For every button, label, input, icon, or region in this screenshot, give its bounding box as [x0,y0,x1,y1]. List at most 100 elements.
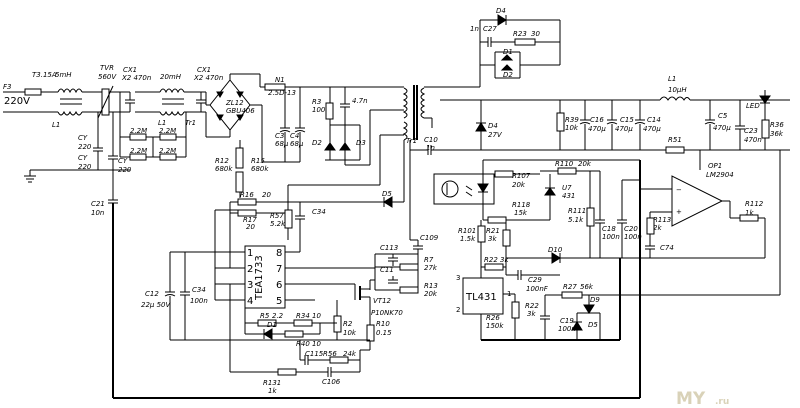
c20-value: 100n [624,233,642,241]
r16-resistor [237,198,257,206]
r5-name: R5 [260,312,270,320]
tr1-label: Tr1 [406,137,417,145]
r40-resistor [284,330,304,338]
r107-value: 20k [512,181,526,189]
r57-name: R57 [270,212,284,220]
r22m-2: 2.2M [159,127,176,135]
c18-value: 100n [602,233,620,241]
r7-resistor [399,263,419,271]
r110-name: R110 [555,160,574,168]
d5b-label: D5 [588,321,598,329]
r110-resistor [557,167,577,175]
c109-label: C109 [420,234,439,242]
c15-name: C15 [620,116,634,124]
r107-resistor [494,170,514,178]
r26-value: 150k [486,322,504,330]
c18-name: C18 [602,225,616,233]
tea-pin5: 5 [276,296,282,307]
c4-name: C4 [290,132,299,140]
r16-name: R16 [240,191,254,199]
c27-value: 1n [470,25,479,33]
r23-resistor [514,38,536,46]
choke2-coil-bottom [159,110,185,116]
fuse [24,88,42,96]
cx1a-name: CX1 [123,66,137,74]
c34a-label: C34 [312,208,326,216]
choke-coil-bottom [57,110,83,116]
d10-label: D10 [548,246,563,254]
c16-name: C16 [590,116,604,124]
tea-pin1: 1 [247,248,253,259]
r2-resistor [333,315,342,333]
tea-pin6: 6 [276,280,282,291]
d1b-label: D1 [267,321,277,329]
tea1733-name: TEA1733 [254,255,265,301]
c21-name: C21 [91,200,105,208]
cy1-name: CY [78,134,88,142]
r3-name: R3 [312,98,321,106]
r22m-resistor-4 [159,153,177,161]
r23-value: 30 [531,30,540,38]
vt12-part: P10NK70 [371,309,403,317]
r22-value: 3k [527,310,536,318]
tr1-aux [402,121,408,141]
opamp-minus: − [676,186,682,194]
r22m-3: 2.2M [130,147,147,155]
c27-name: C27 [483,25,497,33]
bridge-diode-1 [216,91,224,98]
r2-name: R2 [343,320,353,328]
c15-value: 470µ [615,125,633,133]
r13-value: 20k [424,290,438,298]
controller-section: R16 20 R17 20 R57 5.2k C34 D5 TEA1733 [91,134,641,399]
watermark-logo: MY [676,389,706,408]
r21-name: R21 [486,227,500,235]
r56-value: 24k [343,350,357,358]
r111-name: R111 [568,207,586,215]
fuse-label: F3 [3,83,11,91]
r101-resistor [477,225,486,243]
r13-name: R13 [424,282,438,290]
r113-value: 2k [653,224,662,232]
r22m-resistor-3 [129,153,147,161]
tea-pin8: 8 [276,248,282,259]
l1-out-inductor [659,96,691,101]
choke2-coil-top [159,88,185,94]
choke-value: 5mH [55,71,72,79]
cx1b-value: X2 470n [193,74,223,82]
opamp-plus: + [676,208,682,216]
u7-shunt [544,187,556,196]
c12-name: C12 [145,290,159,298]
r223-resistor [484,263,504,271]
r107-name: R107 [512,172,531,180]
r13-resistor [399,286,419,294]
r26-name: R26 [486,314,500,322]
bridge-diode-3 [216,114,224,121]
r112-name: R112 [745,200,764,208]
r39-value: 10k [565,124,579,132]
r16-value: 20 [262,191,271,199]
vt12-name: VT12 [373,297,392,305]
r111-resistor [586,207,595,227]
c23-value: 470n [744,136,762,144]
tl431-chip [462,277,504,315]
r23-name: R23 [513,30,527,38]
c21-value: 10n [91,209,104,217]
r51-resistor [665,146,685,154]
r21-value: 3k [488,235,497,243]
opamp-name: OP1 [708,162,722,170]
r17-value: 20 [246,223,255,231]
r39-resistor [556,112,565,132]
r34-name: R34 [296,312,310,320]
c115-label: C115 [305,350,324,358]
choke2-l1: L1 [158,119,166,127]
d4-zener [475,122,487,132]
c10-name: C10 [424,136,438,144]
c29-name: C29 [528,276,542,284]
ntc-value: 2.5D-13 [268,89,296,97]
opamp-part: LM2904 [706,171,734,179]
r118-resistor [487,216,507,224]
r110-value: 20k [578,160,592,168]
bridge-diode-2 [236,91,244,98]
r12-resistor [235,147,244,169]
